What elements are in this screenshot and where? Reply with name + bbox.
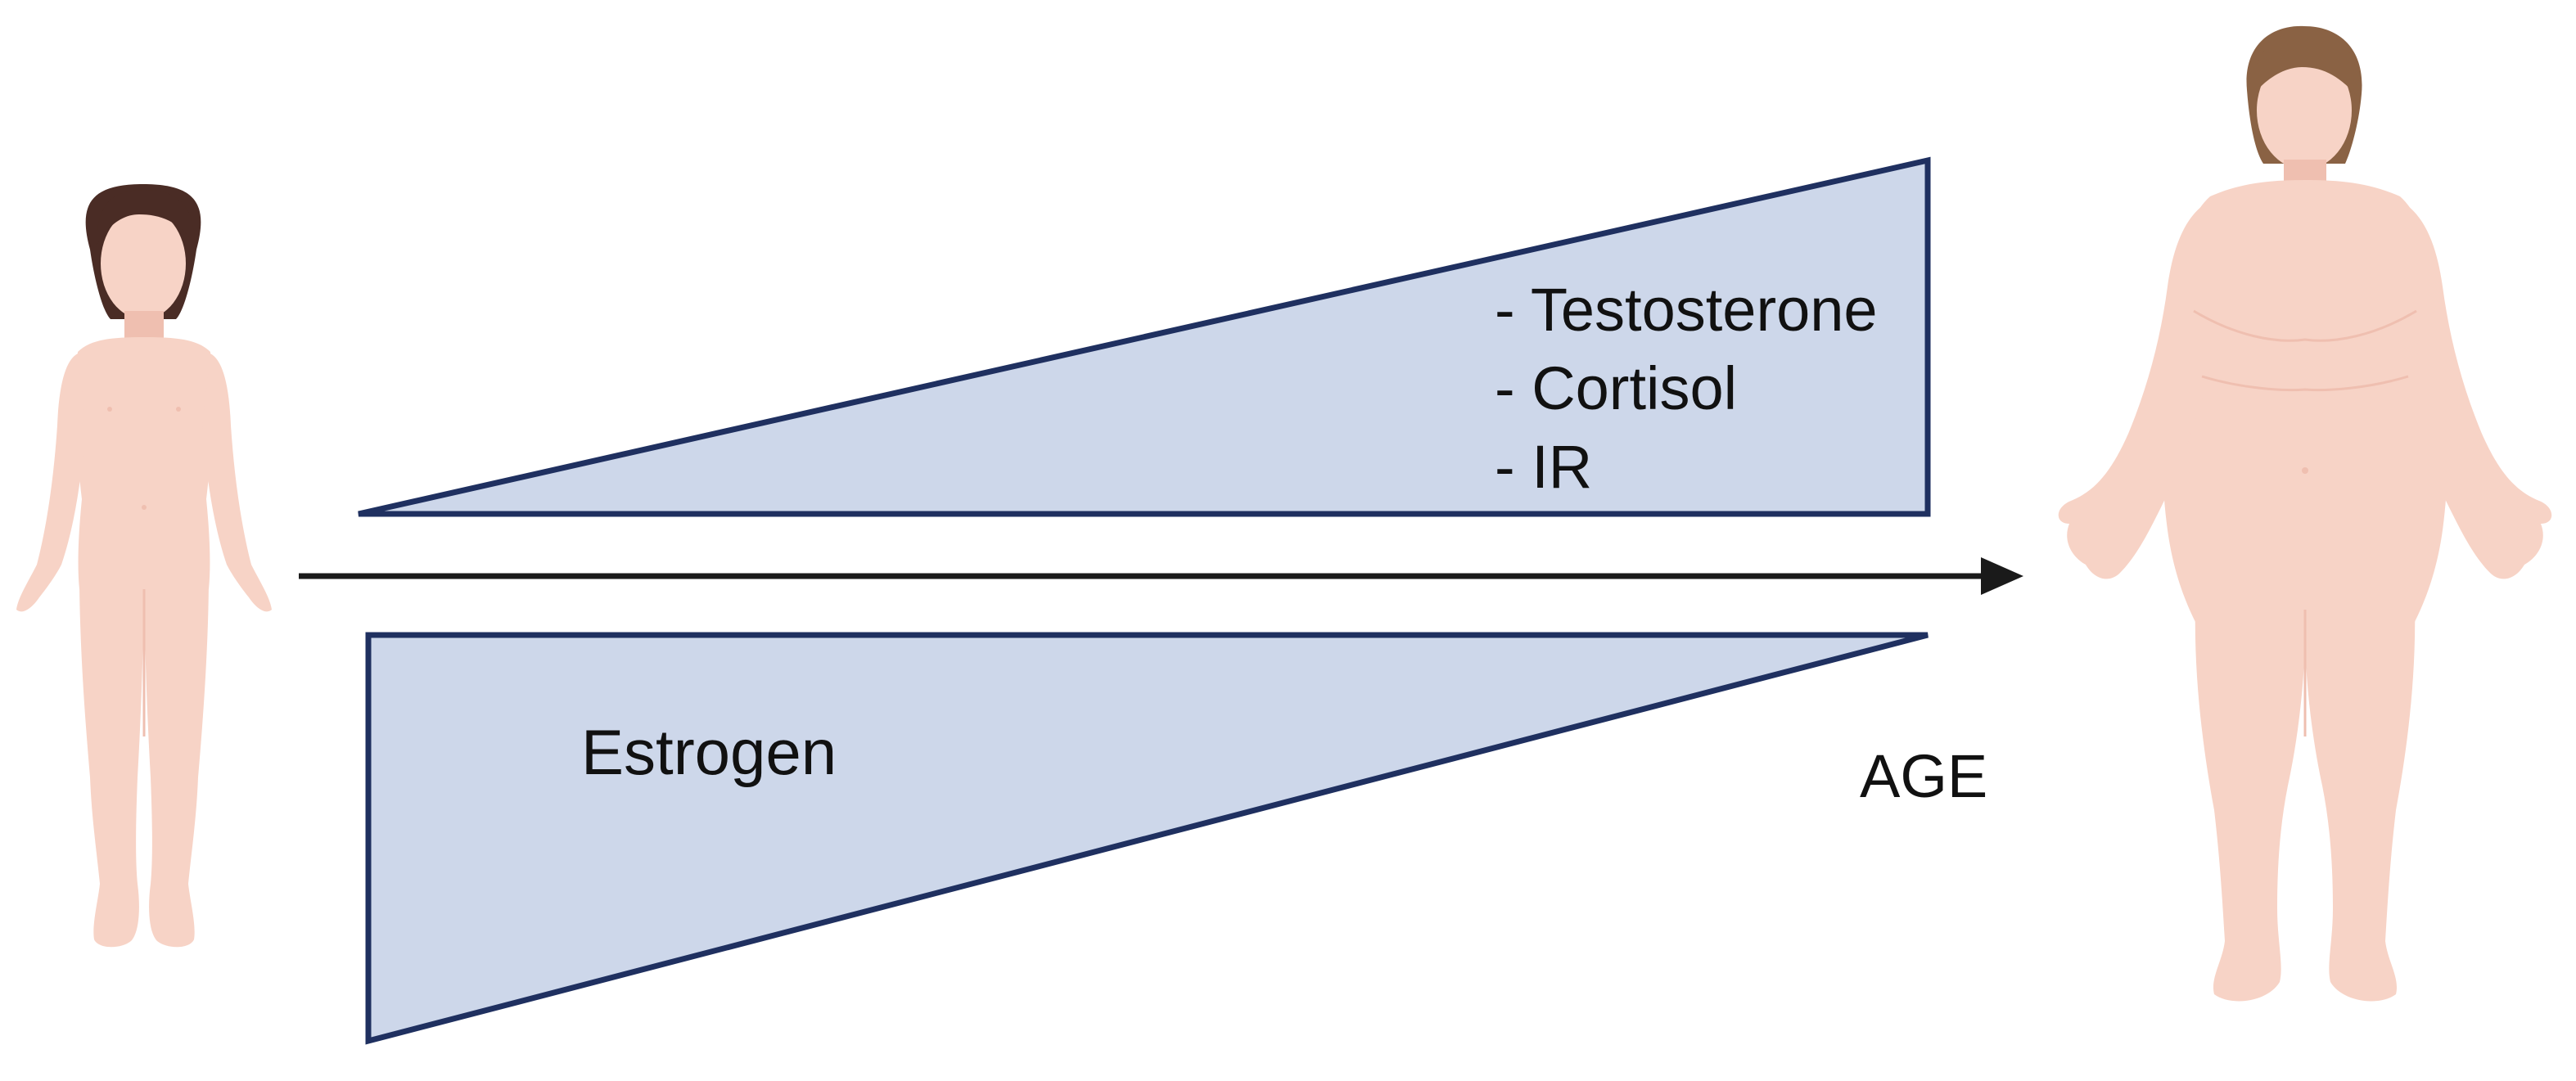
child-face xyxy=(101,208,186,319)
adult-leg-right xyxy=(2304,606,2416,1002)
adult-arm-right xyxy=(2400,200,2552,579)
decreasing-wedge xyxy=(365,632,1929,1045)
factor-estrogen: Estrogen xyxy=(581,716,837,788)
adult-fringe xyxy=(2251,31,2360,98)
age-axis-label: AGE xyxy=(1860,742,1988,810)
age-arrow xyxy=(299,557,2023,595)
child-torso xyxy=(75,337,213,589)
factor-testosterone: - Testosterone xyxy=(1495,276,1878,344)
adult-torso xyxy=(2162,180,2448,622)
factor-ir: - IR xyxy=(1495,433,1593,501)
increasing-wedge xyxy=(358,156,1931,517)
child-arm-right xyxy=(202,354,272,612)
factor-cortisol: - Cortisol xyxy=(1495,354,1738,422)
child-arm-left xyxy=(16,354,86,612)
child-leg-right xyxy=(144,585,209,948)
child-leg-left xyxy=(79,585,144,948)
child-fringe xyxy=(97,190,195,245)
adult-arm-left xyxy=(2058,200,2210,579)
child-body-icon xyxy=(16,184,272,948)
increasing-factors-list: - Testosterone - Cortisol - IR xyxy=(1495,280,1878,516)
adult-woman-body-icon xyxy=(2058,25,2552,1002)
arrow-head-icon xyxy=(1981,557,2023,595)
adult-face xyxy=(2257,52,2352,169)
adult-leg-left xyxy=(2195,606,2306,1002)
